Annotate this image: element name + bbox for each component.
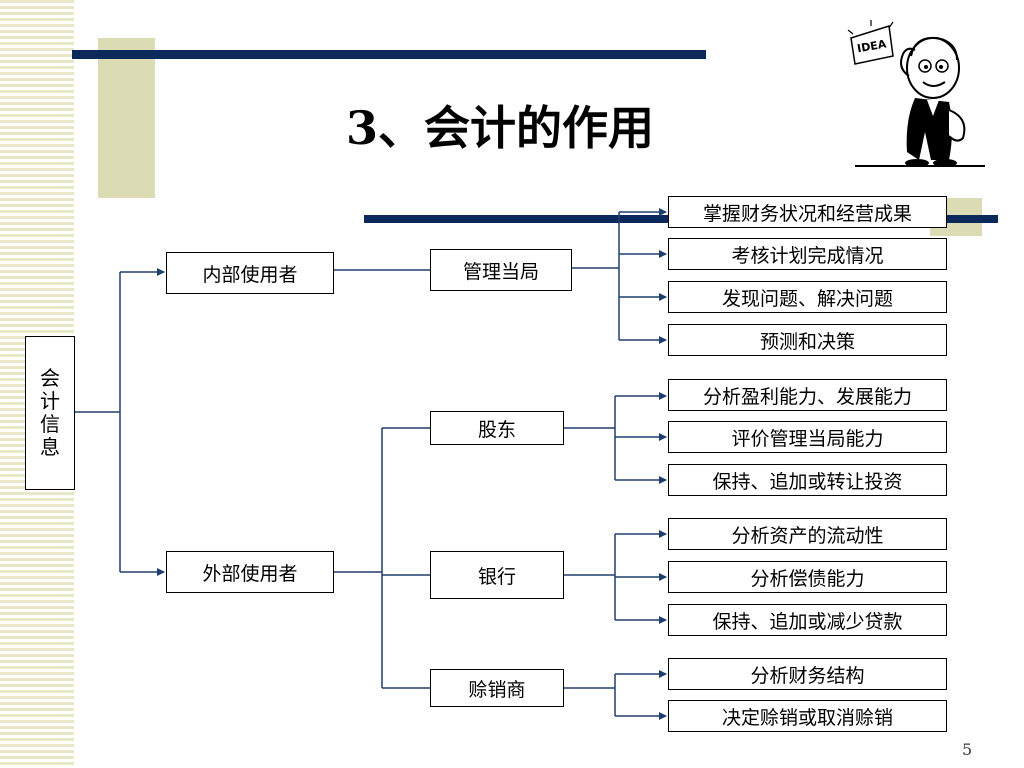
bank-box: 银行 bbox=[430, 551, 564, 599]
accounting-info-char-3: 信 bbox=[40, 412, 60, 436]
accounting-info-char-4: 息 bbox=[40, 435, 60, 459]
page-number: 5 bbox=[962, 740, 973, 759]
title-bar-top bbox=[72, 50, 706, 59]
accounting-info-box: 会 计 信 息 bbox=[25, 336, 75, 490]
internal-users-box: 内部使用者 bbox=[166, 252, 334, 294]
leaf-supplier-2: 决定赊销或取消赊销 bbox=[668, 700, 947, 732]
leaf-management-4: 预测和决策 bbox=[668, 324, 947, 356]
idea-sign-text: IDEA bbox=[856, 37, 888, 55]
beige-accent-block-top bbox=[98, 38, 155, 198]
leaf-bank-1: 分析资产的流动性 bbox=[668, 518, 947, 550]
accounting-info-char-2: 计 bbox=[40, 389, 60, 413]
leaf-bank-3: 保持、追加或减少贷款 bbox=[668, 604, 947, 636]
external-users-box: 外部使用者 bbox=[166, 551, 334, 593]
management-box: 管理当局 bbox=[430, 249, 572, 291]
idea-sign: IDEA bbox=[847, 20, 894, 65]
supplier-box: 赊销商 bbox=[430, 669, 564, 707]
leaf-management-3: 发现问题、解决问题 bbox=[668, 281, 947, 313]
leaf-shareholders-1: 分析盈利能力、发展能力 bbox=[668, 379, 947, 411]
leaf-management-2: 考核计划完成情况 bbox=[668, 238, 947, 270]
thinking-man-clipart: IDEA bbox=[847, 20, 985, 167]
leaf-supplier-1: 分析财务结构 bbox=[668, 658, 947, 690]
leaf-bank-2: 分析偿债能力 bbox=[668, 561, 947, 593]
accounting-info-char-1: 会 bbox=[40, 366, 60, 390]
leaf-management-1: 掌握财务状况和经营成果 bbox=[668, 196, 947, 228]
shareholders-box: 股东 bbox=[430, 411, 564, 445]
leaf-shareholders-3: 保持、追加或转让投资 bbox=[668, 464, 947, 496]
slide-title: 3、会计的作用 bbox=[346, 101, 655, 155]
leaf-shareholders-2: 评价管理当局能力 bbox=[668, 421, 947, 453]
